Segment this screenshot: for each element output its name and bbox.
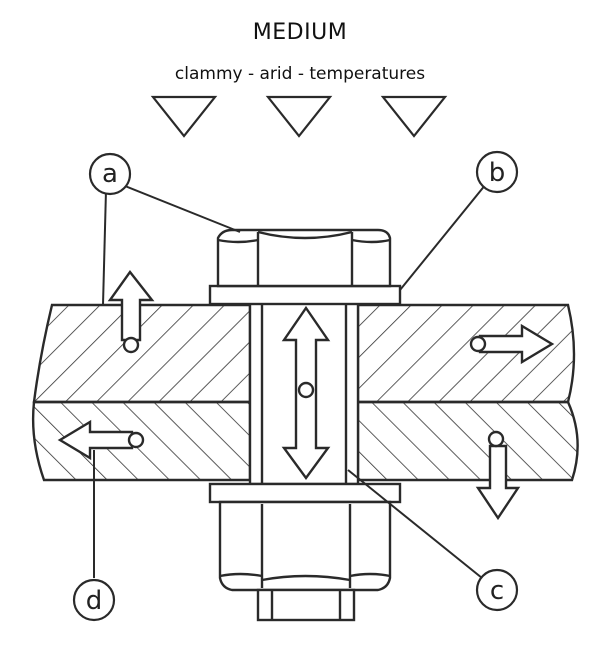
bottom-right-arrow-down xyxy=(475,430,521,521)
leader-line-b-washer xyxy=(399,183,487,291)
leader-line-c-shank xyxy=(347,469,483,579)
top-plate xyxy=(32,303,576,404)
medium-triangle-middle xyxy=(265,95,333,138)
bottom-washer xyxy=(208,482,402,504)
bolt-head xyxy=(216,228,392,288)
diagram-title: MEDIUM xyxy=(252,20,348,45)
leader-line-a-plate xyxy=(102,189,107,306)
top-left-arrow-up xyxy=(107,269,155,354)
bottom-left-arrow-left xyxy=(57,419,145,461)
callout-d: d xyxy=(72,578,116,622)
diagram-subtitle: clammy - arid - temperatures xyxy=(174,64,426,84)
bolt-axial-double-arrow xyxy=(281,305,331,481)
callout-a: a xyxy=(88,152,132,196)
top-right-arrow-right xyxy=(469,323,555,365)
medium-triangle-right xyxy=(380,95,448,138)
bolt-thread-end xyxy=(256,588,356,622)
callout-b: b xyxy=(475,150,519,194)
medium-triangles xyxy=(150,95,448,138)
callout-b-label: b xyxy=(489,158,506,188)
leader-lines xyxy=(93,183,487,579)
top-washer xyxy=(208,284,402,306)
medium-triangle-left xyxy=(150,95,218,138)
callout-c: c xyxy=(475,568,519,612)
leader-line-a-head xyxy=(119,183,241,233)
nut xyxy=(218,500,392,592)
callout-c-label: c xyxy=(490,576,504,606)
callout-d-label: d xyxy=(86,586,103,616)
callout-a-label: a xyxy=(102,159,118,189)
